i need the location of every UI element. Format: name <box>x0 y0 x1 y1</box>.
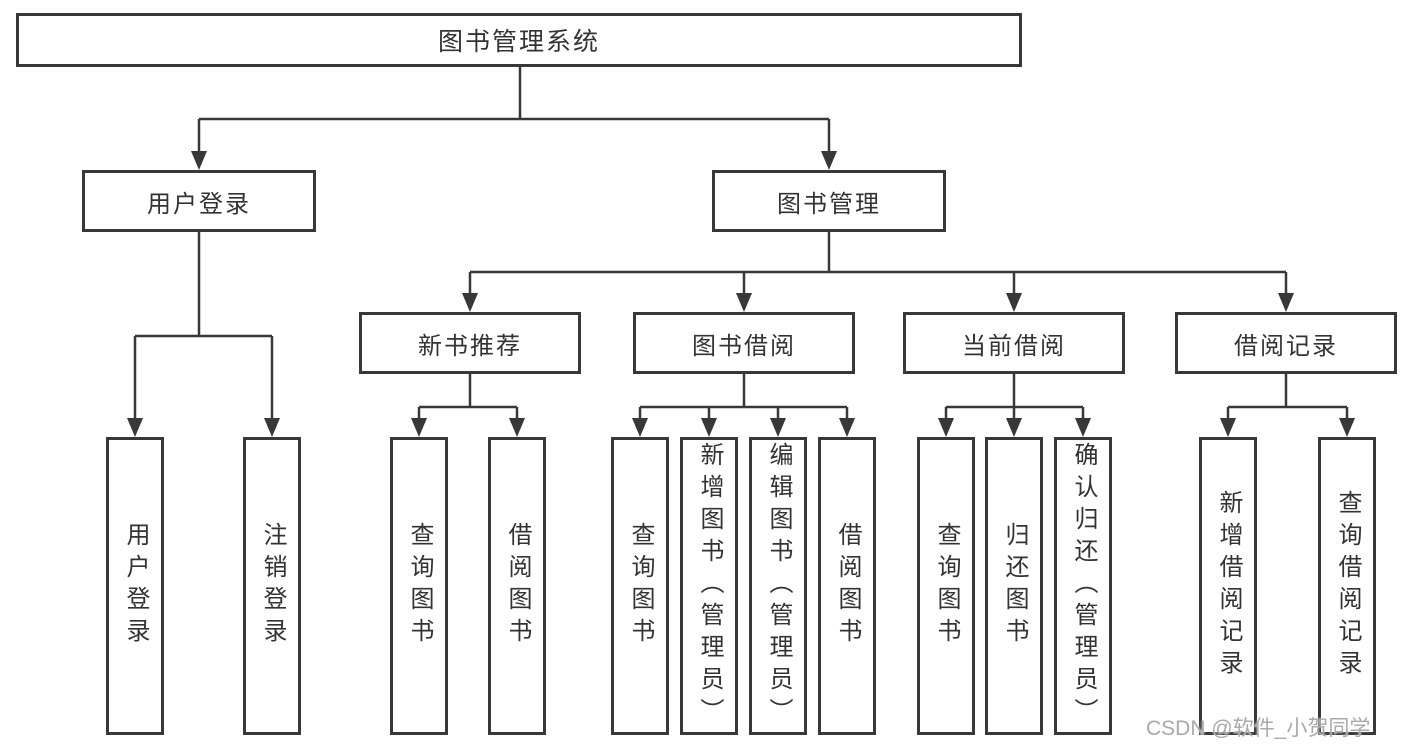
node-edit-books-admin: 编辑图书（管理员） <box>749 437 807 735</box>
node-add-borrow-record: 新增借阅记录 <box>1199 437 1257 735</box>
node-query-borrow-record: 查询借阅记录 <box>1318 437 1376 735</box>
node-logout: 注销登录 <box>243 437 301 735</box>
node-borrow-records: 借阅记录 <box>1175 312 1397 374</box>
node-query-books-current: 查询图书 <box>917 437 975 735</box>
node-add-books-admin: 新增图书（管理员） <box>680 437 738 735</box>
node-user-login-leaf: 用户登录 <box>106 437 164 735</box>
csdn-watermark: CSDN @软件_小贺同学 <box>1146 717 1371 740</box>
node-book-management: 图书管理 <box>712 170 946 232</box>
node-query-books-recommend: 查询图书 <box>390 437 448 735</box>
node-book-borrowing: 图书借阅 <box>633 312 855 374</box>
node-library-management-system: 图书管理系统 <box>16 13 1022 67</box>
node-borrow-books-leaf: 借阅图书 <box>818 437 876 735</box>
node-borrow-books-recommend: 借阅图书 <box>488 437 546 735</box>
node-current-borrowing: 当前借阅 <box>903 312 1125 374</box>
node-query-books-borrowing: 查询图书 <box>611 437 669 735</box>
node-return-books: 归还图书 <box>985 437 1043 735</box>
node-confirm-return-admin: 确认归还（管理员） <box>1054 437 1112 735</box>
node-new-book-recommendation: 新书推荐 <box>359 312 581 374</box>
node-user-login: 用户登录 <box>82 170 316 232</box>
